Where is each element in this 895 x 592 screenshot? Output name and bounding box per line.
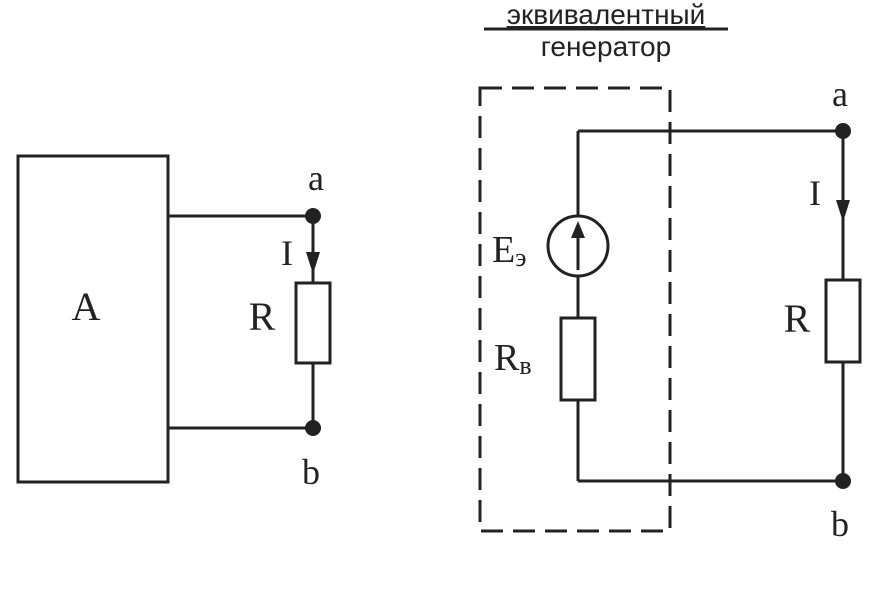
- right-load-resistor: [824, 278, 862, 364]
- source-label-main: E: [492, 229, 515, 271]
- source-arrow-icon: [571, 221, 585, 238]
- right-node-a-label: a: [832, 74, 848, 114]
- right-node-a: [835, 123, 851, 139]
- source-label-sub: э: [515, 243, 526, 272]
- right-node-b-label: b: [831, 504, 849, 544]
- node-b: [305, 420, 321, 436]
- right-circuit: эквивалентный генератор Eэ Rв a b: [478, 0, 862, 544]
- right-current-label: I: [809, 173, 821, 213]
- internal-resistor-main: R: [494, 337, 520, 379]
- current-label: I: [281, 233, 293, 273]
- title-line-1: эквивалентный: [507, 0, 706, 30]
- source-label: Eэ: [492, 229, 526, 272]
- block-label: A: [72, 284, 101, 329]
- resistor-label: R: [249, 294, 276, 339]
- node-a: [305, 208, 321, 224]
- internal-resistor: [559, 316, 597, 402]
- internal-resistor-sub: в: [519, 351, 531, 380]
- left-circuit: A a b I R: [16, 154, 332, 492]
- right-current-arrow: [836, 200, 850, 222]
- active-network-block: [16, 154, 170, 484]
- node-b-label: b: [302, 452, 320, 492]
- right-node-b: [835, 473, 851, 489]
- title-line-2: генератор: [541, 31, 671, 62]
- node-a-label: a: [308, 158, 324, 198]
- equivalent-generator-boundary: [478, 86, 672, 533]
- internal-resistor-label: Rв: [494, 337, 532, 380]
- load-resistor: [294, 281, 332, 365]
- right-resistor-label: R: [784, 296, 811, 341]
- current-arrow: [306, 252, 320, 274]
